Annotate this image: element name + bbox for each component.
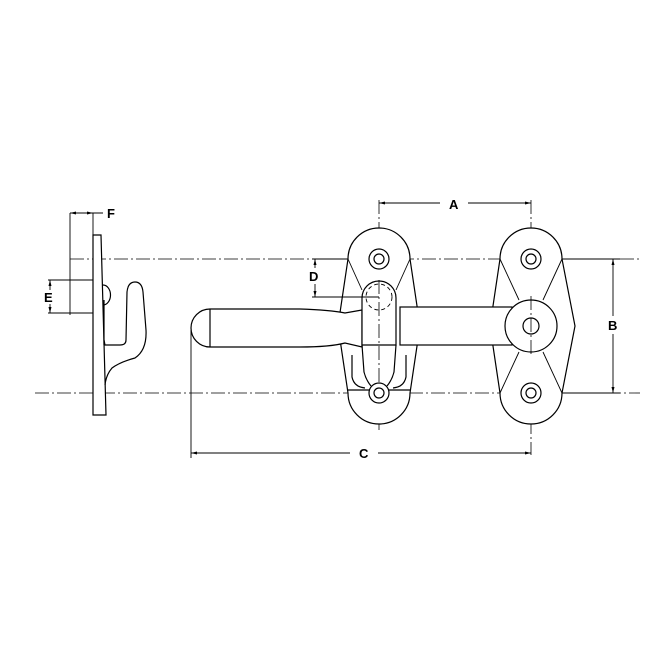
dimension-c: C	[190, 330, 531, 462]
pivot-plate-top-screw-hole	[520, 248, 542, 270]
hook-body	[103, 281, 147, 386]
dim-label-d: D	[309, 269, 318, 284]
keeper-bottom-screw-hole	[368, 382, 390, 404]
keeper-catch-right	[392, 355, 407, 389]
latch-bar	[399, 306, 513, 346]
hook-mounting-plate	[92, 234, 107, 416]
hook-dome	[102, 284, 112, 306]
pivot-plate-bottom-screw-hole	[520, 382, 542, 404]
dim-label-e: E	[44, 290, 53, 305]
dim-e-arrow-bottom	[48, 307, 52, 313]
keeper-catch-left	[351, 355, 366, 389]
dim-e-arrow-top	[48, 280, 52, 286]
dim-f-arrow-right	[87, 211, 93, 215]
dim-label-b: B	[608, 318, 617, 333]
handle-grip	[190, 308, 363, 348]
latch-bar-and-handle	[190, 280, 558, 404]
dimension-b: B	[562, 258, 622, 394]
dim-label-c: C	[359, 446, 369, 461]
latch-head-hidden-pin	[365, 283, 393, 311]
dimension-a: A	[379, 194, 531, 212]
dim-label-f: F	[107, 206, 115, 221]
keeper-top-screw-hole	[368, 248, 390, 270]
dim-f-arrow-left	[70, 211, 76, 215]
dimension-d: D	[308, 258, 379, 298]
dim-label-a: A	[449, 197, 459, 212]
side-view-hook: F E	[43, 206, 147, 416]
